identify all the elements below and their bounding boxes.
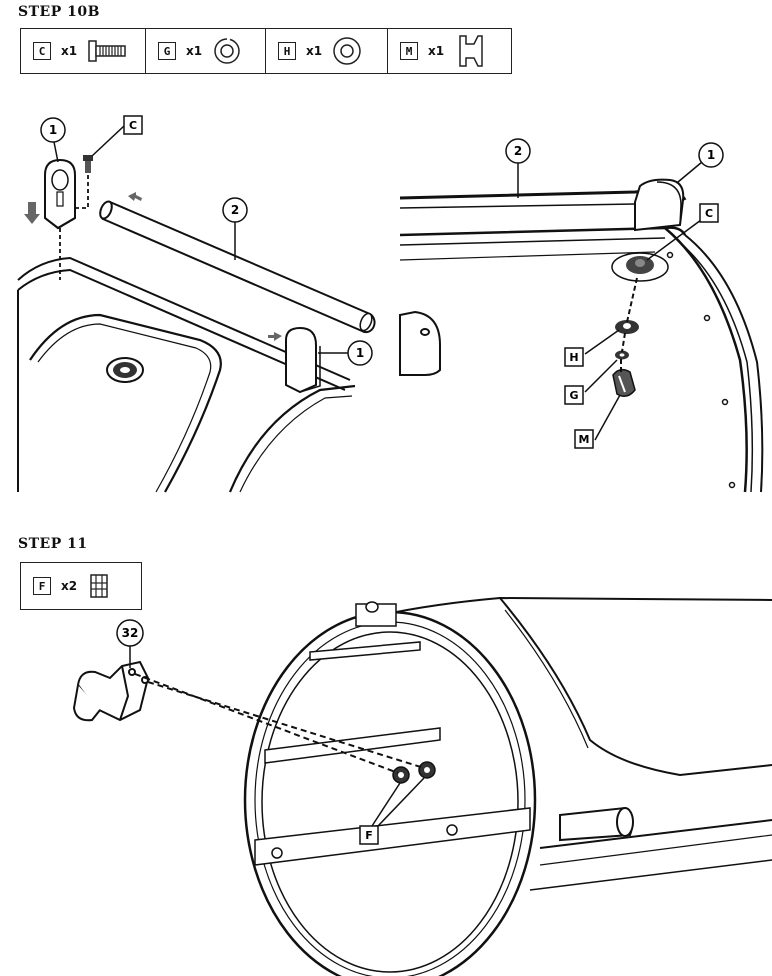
callout-c-left: C [91, 115, 143, 157]
handle-bracket-part-right [634, 178, 685, 232]
callout-label: 1 [356, 346, 364, 360]
callout-label: 1 [49, 123, 57, 137]
part-m-cell: M x1 [388, 29, 511, 73]
callout-1-bottom: 1 [318, 340, 373, 366]
handle-bar-part [99, 200, 376, 334]
callout-h: H [564, 329, 620, 367]
grill-body-left [17, 256, 356, 493]
part-letter: G [158, 42, 176, 60]
callout-1-top: 1 [40, 117, 66, 163]
part-qty: x1 [186, 44, 203, 58]
down-arrow-icon [24, 202, 40, 224]
bolt-icon [88, 40, 126, 62]
assembly-dashed-line [620, 277, 638, 372]
callout-m: M [574, 394, 621, 449]
step-10b-parts-list: C x1 G x1 H x1 M x1 [20, 28, 512, 74]
bolt-c-part [83, 155, 93, 173]
lock-washer-g-icon [615, 350, 629, 360]
lock-washer-icon [214, 38, 240, 64]
top-hinge-icon [355, 601, 397, 627]
step-11-illustration: 32 F [72, 596, 772, 976]
flat-washer-icon [333, 37, 361, 65]
callout-label: 1 [707, 148, 715, 162]
lid-vent-icon [106, 357, 144, 383]
side-handle [559, 806, 634, 842]
part-letter: M [400, 42, 418, 60]
assembly-dashed-lines [59, 175, 89, 280]
step-11-title: STEP 11 [18, 536, 88, 552]
part-qty: x1 [61, 44, 78, 58]
part-letter: H [278, 42, 296, 60]
flat-washer-h-icon [615, 320, 639, 334]
part-letter: F [33, 577, 51, 595]
nut-icon [90, 574, 108, 598]
grill-end-ring [243, 610, 537, 976]
clip-icon [459, 35, 483, 67]
nut-f-installed-icon [392, 761, 436, 784]
callout-label: F [365, 829, 373, 842]
side-handle-fragment [399, 310, 441, 376]
step-10b-title: STEP 10B [18, 4, 100, 20]
callout-1-right: 1 [677, 142, 724, 183]
callout-label: 2 [231, 203, 239, 217]
callout-label: C [129, 119, 137, 132]
part-qty: x2 [61, 579, 78, 593]
part-letter: C [33, 42, 51, 60]
step-10b-left-illustration: 1 C 2 1 [17, 115, 376, 493]
assembly-dashed-lines [134, 673, 425, 774]
part-c-cell: C x1 [21, 29, 146, 73]
callout-label: M [579, 433, 590, 446]
part-qty: x1 [306, 44, 323, 58]
handle-bracket-part-bottom [285, 326, 321, 394]
part-h-cell: H x1 [266, 29, 388, 73]
rail-screw-icons [271, 824, 458, 859]
part-g-cell: G x1 [146, 29, 266, 73]
callout-c-right: C [646, 203, 719, 261]
callout-label: H [569, 351, 578, 364]
grill-barrel [359, 596, 772, 891]
callout-label: G [569, 389, 578, 402]
step-11-parts-list: F x2 [20, 562, 142, 610]
bracket-32-part [72, 660, 150, 722]
callout-2-left: 2 [222, 197, 248, 260]
callout-label: 2 [514, 144, 522, 158]
callout-2-right: 2 [505, 138, 531, 198]
callout-32: 32 [116, 619, 144, 668]
inner-rails [254, 641, 531, 866]
callout-label: 32 [122, 626, 139, 640]
callout-g: G [564, 359, 618, 405]
screw-dot-icons [666, 251, 736, 489]
part-f-cell: F x2 [21, 563, 141, 609]
part-qty: x1 [428, 44, 445, 58]
callout-f: F [359, 777, 425, 845]
callout-label: C [705, 207, 713, 220]
clip-m-icon [612, 368, 636, 397]
step-10b-right-illustration: 2 1 C H G M [399, 138, 764, 493]
bolt-c-installed-icon [611, 252, 669, 282]
handle-bracket-part-top [44, 158, 76, 230]
direction-arrow-icon [128, 192, 282, 341]
